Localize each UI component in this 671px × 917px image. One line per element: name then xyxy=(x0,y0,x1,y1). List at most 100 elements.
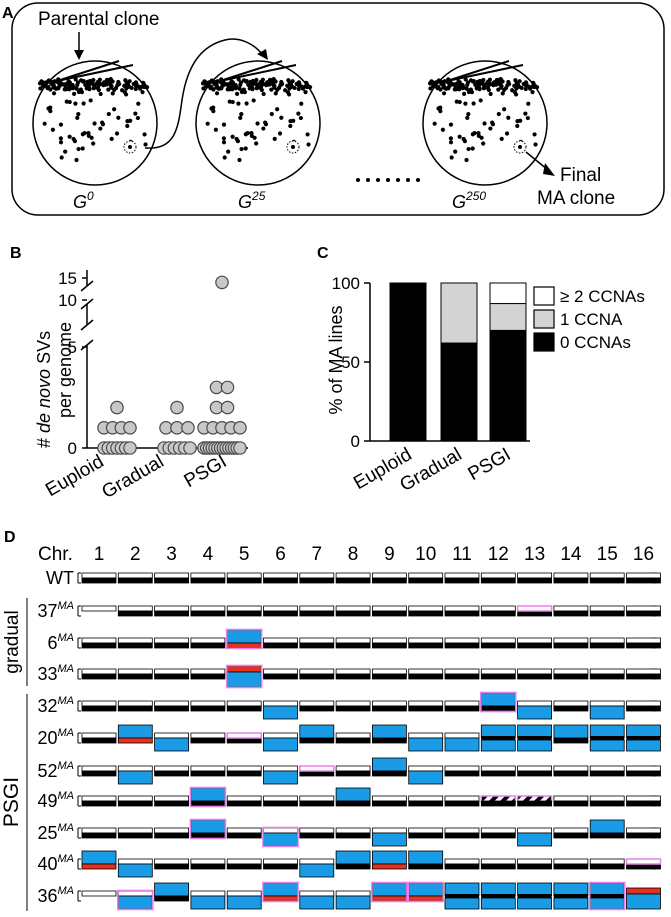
homolog-bottom xyxy=(81,832,117,839)
homolog-top xyxy=(154,637,190,644)
panel-a: A Parental clone Final MA clone G0 G25 G… xyxy=(2,2,665,216)
colony xyxy=(454,99,459,104)
homolog-bottom xyxy=(81,673,117,680)
karyotype-row: 33MA xyxy=(37,663,661,689)
colony xyxy=(525,115,530,121)
chromosome-14 xyxy=(553,765,589,777)
b-tick-0: 0 xyxy=(68,439,77,458)
colony xyxy=(527,84,532,89)
gain-bottom xyxy=(626,739,661,752)
colony xyxy=(291,118,296,123)
colony xyxy=(230,134,235,139)
colony xyxy=(482,121,487,126)
chromosome-4 xyxy=(190,572,226,584)
colony xyxy=(48,87,53,92)
colony xyxy=(288,82,294,87)
colony xyxy=(476,130,481,136)
gain-top xyxy=(371,757,407,772)
homolog-top xyxy=(226,700,262,707)
colony xyxy=(488,91,493,97)
colony xyxy=(226,149,231,154)
chromosome-10 xyxy=(408,850,444,870)
colony xyxy=(269,87,274,92)
homolog-bottom xyxy=(154,770,190,777)
c-tick-100: 100 xyxy=(332,274,360,293)
ellipsis-dots xyxy=(356,178,420,182)
chromosome-14 xyxy=(553,724,589,744)
colony xyxy=(439,81,444,86)
colony xyxy=(227,99,232,104)
chromosome-1 xyxy=(81,700,117,712)
colony xyxy=(245,131,250,136)
homolog-bottom xyxy=(335,577,371,584)
homolog-bottom xyxy=(190,737,226,744)
colony xyxy=(215,79,220,84)
homolog-top xyxy=(154,858,190,865)
chromosome-16 xyxy=(625,858,662,870)
homolog-top xyxy=(263,700,298,707)
homolog-bottom xyxy=(626,673,661,680)
gain-top xyxy=(263,882,298,897)
homolog-top xyxy=(517,572,552,579)
homolog-top xyxy=(81,765,117,772)
parental-clone-label: Parental clone xyxy=(38,9,159,30)
gain-top xyxy=(371,882,407,897)
homolog-top xyxy=(263,732,298,739)
chromosome-7 xyxy=(299,765,335,777)
homolog-bottom xyxy=(371,610,407,617)
chromosome-4 xyxy=(190,700,226,712)
chromosome-10 xyxy=(408,795,444,807)
chr-number: 8 xyxy=(348,544,359,565)
colony xyxy=(58,140,64,145)
colony xyxy=(49,81,54,86)
homolog-bottom xyxy=(299,705,335,712)
homolog-bottom xyxy=(154,642,190,649)
homolog-top xyxy=(444,700,480,707)
homolog-bottom xyxy=(408,832,444,839)
outline-mark xyxy=(625,858,662,865)
gain-bottom xyxy=(371,832,407,847)
chromosome-16 xyxy=(626,605,661,617)
gain-bottom xyxy=(589,897,625,910)
chromosome-16 xyxy=(626,637,661,649)
chromosome-5 xyxy=(225,664,263,689)
colony xyxy=(440,127,445,132)
petri-dish-1 xyxy=(195,60,321,186)
homolog-bottom xyxy=(226,863,262,870)
homolog-bottom xyxy=(371,737,407,744)
dish-label-g250: G250 xyxy=(452,189,486,212)
homolog-top xyxy=(589,668,625,675)
colony xyxy=(232,85,237,91)
homolog-top xyxy=(408,572,444,579)
colony xyxy=(205,121,210,126)
chromosome-9 xyxy=(371,605,407,617)
gain-bottom xyxy=(589,705,625,720)
chromosome-13 xyxy=(517,724,552,752)
homolog-bottom xyxy=(517,770,552,777)
colony xyxy=(441,91,447,96)
chromosome-5 xyxy=(226,827,262,839)
homolog-top xyxy=(444,605,480,612)
chromosome-1 xyxy=(81,890,117,897)
homolog-top xyxy=(117,637,153,644)
homolog-top xyxy=(299,858,335,865)
homolog-top xyxy=(626,827,661,834)
chromosome-14 xyxy=(553,572,589,584)
chromosome-1 xyxy=(81,732,117,744)
homolog-top xyxy=(263,572,298,579)
colony xyxy=(106,87,111,92)
homolog-bottom xyxy=(81,705,117,712)
chromosome-11 xyxy=(444,637,480,649)
row-label: 33MA xyxy=(37,663,74,684)
chromosome-12 xyxy=(479,691,517,713)
colony xyxy=(238,115,243,120)
homolog-bottom xyxy=(335,863,371,870)
colony xyxy=(84,83,89,88)
homolog-bottom xyxy=(517,577,552,584)
colony xyxy=(260,82,266,87)
gain-top xyxy=(190,787,226,802)
homolog-bottom xyxy=(117,642,153,649)
homolog-bottom xyxy=(335,770,371,777)
chr-number: 4 xyxy=(203,544,214,565)
chromosome-2 xyxy=(117,637,153,649)
